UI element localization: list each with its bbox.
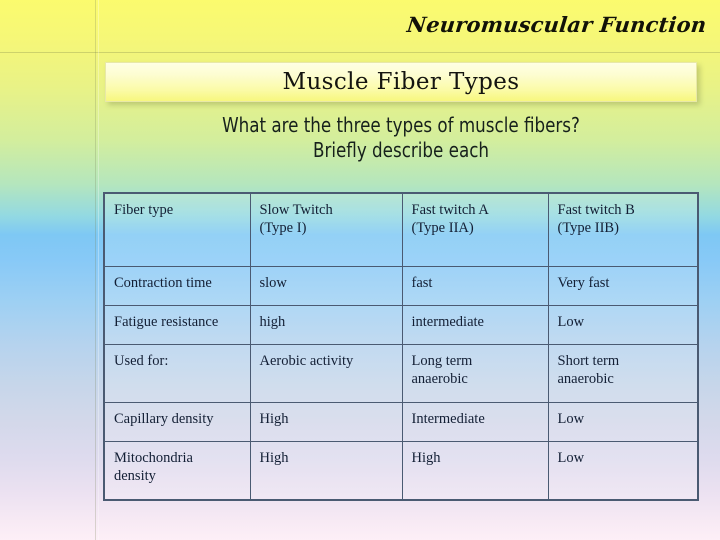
template-horizontal-rule	[0, 52, 720, 53]
cell-line-1: high	[259, 314, 286, 330]
cell-line-1: High	[259, 411, 289, 427]
row-value-cell-0: Aerobic activity	[249, 344, 403, 403]
cell-line-1: High	[259, 450, 289, 466]
table-row: Contraction time slow fast Very fast	[103, 266, 699, 306]
cell-line-1: High	[411, 450, 441, 466]
row-value-cell-2: Low	[547, 305, 699, 345]
cell-line-1: Slow Twitch	[259, 202, 333, 218]
cell-line-1: intermediate	[411, 314, 484, 330]
table-header-row: Fiber type Slow Twitch (Type I) Fast twi…	[103, 192, 699, 267]
cell-line-1: Contraction time	[114, 275, 212, 291]
row-label-cell: Fatigue resistance	[103, 305, 251, 345]
row-value-cell-0: High	[249, 441, 403, 501]
cell-line-1: fast	[411, 275, 433, 291]
cell-line-2: anaerobic	[557, 371, 614, 387]
cell-line-2: anaerobic	[411, 371, 468, 387]
table-header-cell-2: Fast twitch A (Type IIA)	[401, 192, 549, 267]
slide-subtitle: What are the three types of muscle fiber…	[126, 113, 677, 163]
table-row: Used for: Aerobic activity Long term ana…	[103, 344, 699, 403]
cell-line-2: (Type I)	[259, 220, 307, 236]
table-header-cell-1: Slow Twitch (Type I)	[249, 192, 403, 267]
row-label-cell: Contraction time	[103, 266, 251, 306]
row-value-cell-1: fast	[401, 266, 549, 306]
row-value-cell-2: Short term anaerobic	[547, 344, 699, 403]
row-label-cell: Capillary density	[103, 402, 251, 442]
template-vertical-rule-highlight	[98, 0, 99, 540]
table-header-cell-0: Fiber type	[103, 192, 251, 267]
cell-line-1: Low	[557, 411, 585, 427]
row-label-cell: Mitochondria density	[103, 441, 251, 501]
cell-line-1: Short term	[557, 353, 620, 369]
cell-line-2: (Type IIB)	[557, 220, 619, 236]
running-header-title: Neuromuscular Function	[405, 12, 708, 37]
cell-line-1: Fast twitch A	[411, 202, 489, 218]
table-row: Mitochondria density High High Low	[103, 441, 699, 501]
cell-line-1: Fiber type	[114, 202, 174, 218]
table-row: Fatigue resistance high intermediate Low	[103, 305, 699, 345]
row-value-cell-1: Intermediate	[401, 402, 549, 442]
cell-line-2: density	[114, 468, 156, 484]
row-value-cell-1: High	[401, 441, 549, 501]
subtitle-line-2: Briefly describe each	[312, 138, 490, 162]
cell-line-1: Fast twitch B	[557, 202, 635, 218]
cell-line-1: Low	[557, 450, 585, 466]
template-vertical-rule	[95, 0, 96, 540]
row-value-cell-0: slow	[249, 266, 403, 306]
cell-line-1: Used for:	[114, 353, 169, 369]
cell-line-1: Mitochondria	[114, 450, 193, 466]
row-value-cell-1: Long term anaerobic	[401, 344, 549, 403]
cell-line-1: slow	[259, 275, 287, 291]
row-value-cell-2: Low	[547, 402, 699, 442]
row-value-cell-0: high	[249, 305, 403, 345]
cell-line-1: Intermediate	[411, 411, 485, 427]
cell-line-1: Very fast	[557, 275, 610, 291]
page-title: Muscle Fiber Types	[282, 69, 520, 95]
subtitle-line-1: What are the three types of muscle fiber…	[222, 113, 580, 137]
table-header-cell-3: Fast twitch B (Type IIB)	[547, 192, 699, 267]
cell-line-1: Aerobic activity	[259, 353, 354, 369]
muscle-fiber-types-table: Fiber type Slow Twitch (Type I) Fast twi…	[103, 192, 699, 501]
cell-line-1: Long term	[411, 353, 473, 369]
cell-line-1: Low	[557, 314, 585, 330]
row-value-cell-2: Very fast	[547, 266, 699, 306]
row-value-cell-1: intermediate	[401, 305, 549, 345]
slide-title-banner: Muscle Fiber Types	[105, 62, 697, 102]
table-row: Capillary density High Intermediate Low	[103, 402, 699, 442]
cell-line-1: Capillary density	[114, 411, 214, 427]
cell-line-1: Fatigue resistance	[114, 314, 219, 330]
row-value-cell-0: High	[249, 402, 403, 442]
cell-line-2: (Type IIA)	[411, 220, 474, 236]
row-value-cell-2: Low	[547, 441, 699, 501]
row-label-cell: Used for:	[103, 344, 251, 403]
